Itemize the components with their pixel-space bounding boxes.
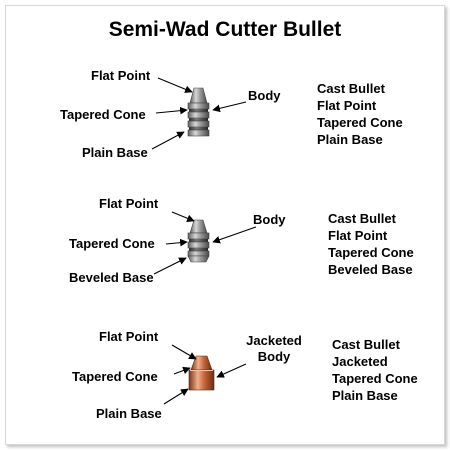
bullet-1-description-line: Flat Point: [317, 98, 377, 113]
bullet-2-description-line: Cast Bullet: [328, 211, 396, 226]
bullet-2-description-line: Flat Point: [328, 228, 388, 243]
bullet-2-description-line: Tapered Cone: [328, 245, 414, 260]
bullet-3-label-jacketed: Jacketed: [246, 333, 302, 348]
bullet-3-description-line: Plain Base: [332, 388, 398, 403]
bullet-2-pointers: [153, 211, 257, 275]
diagram-title: Semi-Wad Cutter Bullet: [108, 18, 342, 41]
bullet-3-description-line: Tapered Cone: [332, 371, 418, 386]
bullet-1-illustration: [187, 87, 210, 137]
bullet-3-illustration: [188, 355, 215, 391]
bullet-2-description: Cast Bullet Flat Point Tapered Cone Beve…: [328, 210, 414, 278]
bullet-3-label-jacketed-body: Jacketed Body: [238, 333, 310, 365]
bullet-3-description-line: Jacketed: [332, 354, 388, 369]
bullet-2-label-body: Body: [253, 212, 286, 227]
bullet-1-description: Cast Bullet Flat Point Tapered Cone Plai…: [317, 80, 403, 148]
bullet-2-description-line: Beveled Base: [328, 262, 413, 277]
bullet-3-description-line: Cast Bullet: [332, 337, 400, 352]
bullet-2-label-base: Beveled Base: [69, 270, 154, 285]
bullet-1-label-body: Body: [248, 88, 281, 103]
bullet-3-label-flat-point: Flat Point: [99, 329, 159, 344]
bullet-1-description-line: Cast Bullet: [317, 81, 385, 96]
bullet-3-description: Cast Bullet Jacketed Tapered Cone Plain …: [332, 336, 418, 404]
bullet-3-pointers: [163, 344, 247, 405]
bullet-1-label-tapered-cone: Tapered Cone: [60, 107, 146, 122]
bullet-3-label-base: Plain Base: [96, 406, 162, 421]
bullet-3-label-body: Body: [257, 349, 291, 364]
bullet-1-label-flat-point: Flat Point: [91, 68, 151, 83]
bullet-1-description-line: Tapered Cone: [317, 115, 403, 130]
bullet-2-label-tapered-cone: Tapered Cone: [69, 236, 155, 251]
diagram-frame: Semi-Wad Cutter Bullet: [5, 5, 445, 445]
bullet-1-description-line: Plain Base: [317, 132, 383, 147]
illustration-layer: [151, 77, 257, 405]
bullet-3-label-tapered-cone: Tapered Cone: [72, 369, 158, 384]
bullet-2-illustration: [187, 219, 210, 263]
bullet-1-label-base: Plain Base: [82, 145, 148, 160]
bullet-1-pointers: [151, 77, 247, 150]
bullet-2-label-flat-point: Flat Point: [99, 196, 159, 211]
